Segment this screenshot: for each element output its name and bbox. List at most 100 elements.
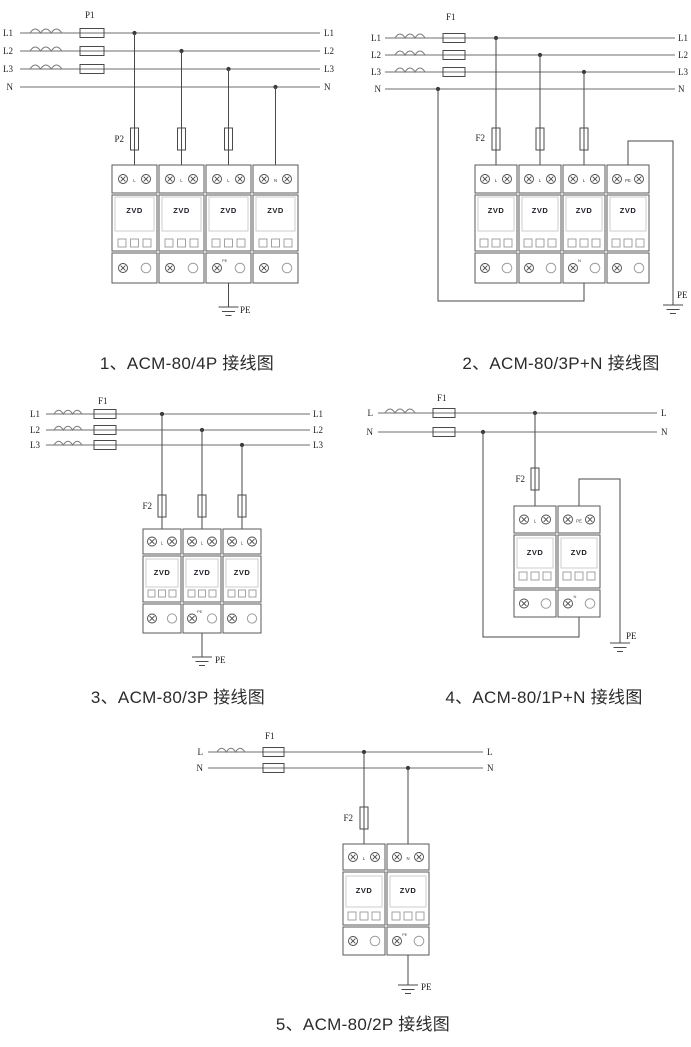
screw-terminal-icon — [227, 536, 237, 547]
terminal-label: L — [201, 540, 204, 545]
fuse-icon — [79, 64, 105, 74]
terminal-label: L — [180, 178, 183, 183]
line-label-left: L3 — [371, 67, 381, 77]
fuse-icon — [432, 408, 456, 418]
indicator-window — [518, 571, 528, 581]
terminal-hole — [281, 262, 293, 274]
spd-module: N ZVD — [252, 164, 299, 284]
line-label-right: L — [661, 408, 667, 418]
module-brand: ZVD — [234, 568, 251, 577]
line-label-left: L2 — [30, 425, 40, 435]
screw-terminal-icon — [519, 598, 529, 609]
line-label-left: L1 — [30, 409, 40, 419]
fuse2-label: F2 — [142, 501, 152, 511]
module-brand: ZVD — [532, 206, 549, 215]
screw-terminal-icon — [207, 536, 217, 547]
fuse1-label: F1 — [446, 12, 456, 22]
module-brand: ZVD — [126, 206, 143, 215]
ground-icon — [609, 642, 631, 652]
indicator-window — [579, 238, 589, 248]
indicator-window — [208, 589, 217, 598]
terminal-hole — [413, 935, 425, 947]
diagram-acm80-3p: L1 L2 L3 L1 L2 L3 F1 F2 L ZVD — [30, 396, 323, 666]
line-label-left: L1 — [3, 28, 13, 38]
line-label-left: L3 — [30, 440, 40, 450]
drop-wires: F2 — [343, 749, 411, 844]
power-lines: L1 L2 L3 L1 L2 L3 F1 — [30, 396, 323, 450]
fuse-icon — [442, 33, 466, 43]
caption-2: 2、ACM-80/3P+N 接线图 — [462, 354, 660, 373]
indicator-window — [503, 238, 513, 248]
indicator-window — [611, 238, 621, 248]
line-label-right: N — [324, 82, 331, 92]
fuse-icon — [262, 763, 285, 773]
pe-route-wire — [627, 140, 674, 305]
spd-module: L ZVD — [158, 164, 205, 284]
line-label-left: N — [197, 763, 204, 773]
screw-terminal-icon — [563, 514, 573, 525]
screw-terminal-icon — [247, 536, 257, 547]
line-label-right: L3 — [678, 67, 688, 77]
terminal-hole — [633, 262, 645, 274]
screw-terminal-icon — [165, 263, 175, 273]
indicator-window — [635, 238, 645, 248]
screw-terminal-icon — [348, 936, 358, 946]
fuse1-label: F1 — [437, 393, 447, 403]
indicator-window — [142, 238, 152, 248]
indicator-window — [530, 571, 540, 581]
indicator-window — [567, 238, 577, 248]
indicator-window — [227, 589, 236, 598]
spd-module: L ZVD — [342, 843, 386, 956]
earth-connection: PE — [627, 140, 688, 314]
diagram-acm80-4p: L1 L2 L3 N L1 L2 L3 N P1 P2 L — [3, 10, 334, 316]
line-label-right: N — [661, 427, 668, 437]
indicator-window — [130, 238, 139, 248]
inductor-icon — [29, 64, 63, 70]
terminal-label: N — [406, 856, 409, 861]
screw-terminal-icon — [235, 174, 245, 184]
fuse-icon — [535, 127, 545, 151]
terminal-label: L — [133, 178, 136, 183]
fuse-icon — [79, 46, 105, 56]
screw-terminal-icon — [524, 263, 534, 273]
module-brand: ZVD — [576, 206, 593, 215]
screw-terminal-icon — [147, 613, 157, 624]
inductor-icon — [394, 33, 426, 39]
screw-terminal-icon — [212, 174, 222, 184]
terminal-sup-label: N — [578, 258, 581, 263]
terminal-label: L — [241, 540, 244, 545]
screw-terminal-icon — [187, 613, 197, 624]
pe-label: PE — [677, 290, 688, 300]
line-label-left: N — [375, 84, 382, 94]
drop-wires: P2 — [114, 30, 278, 165]
spd-module: L ZVD — [518, 164, 562, 284]
spd-module: L ZVD N — [562, 164, 606, 284]
spd-module: L ZVD — [142, 528, 182, 634]
line-label-left: L1 — [371, 33, 381, 43]
earth-connection: PE — [218, 283, 251, 316]
line-label-left: N — [367, 427, 374, 437]
pe-label: PE — [626, 631, 637, 641]
spd-module: L ZVD PE — [205, 164, 252, 284]
indicator-window — [211, 238, 221, 248]
diagram-acm80-2p: L N L N F1 F2 L ZVD N ZVD — [197, 731, 494, 994]
terminal-label: L — [161, 540, 164, 545]
ground-icon — [218, 306, 239, 316]
terminal-sup-label: PE — [402, 932, 408, 937]
pe-label: PE — [421, 982, 432, 992]
line-label-left: N — [7, 82, 14, 92]
screw-terminal-icon — [165, 174, 175, 184]
fuse2-label: F2 — [515, 474, 525, 484]
screw-terminal-icon — [212, 263, 222, 273]
screw-terminal-icon — [147, 536, 157, 547]
module-brand: ZVD — [154, 568, 171, 577]
module-brand: ZVD — [267, 206, 284, 215]
earth-connection: PE — [578, 478, 637, 652]
pe-route-wire — [578, 478, 621, 643]
terminal-hole — [584, 598, 596, 609]
terminal-label: L — [227, 178, 230, 183]
indicator-window — [224, 238, 233, 248]
fuse1-label: P1 — [85, 10, 95, 20]
module-brand: ZVD — [620, 206, 637, 215]
